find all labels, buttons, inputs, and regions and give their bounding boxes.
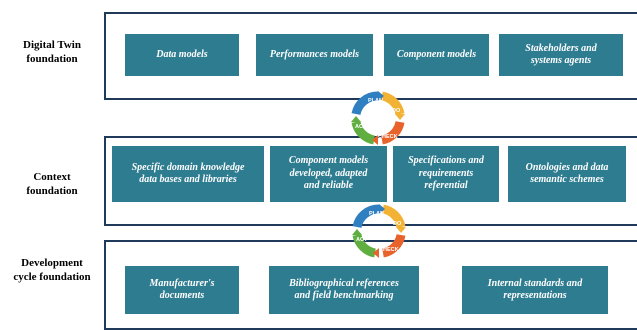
pdca-do-arc: [380, 91, 405, 116]
box-internal-standards: Internal standards and representations: [462, 266, 608, 314]
pdca-check-arc: [380, 120, 405, 145]
box-component-models: Component models: [384, 34, 489, 76]
box-specifications-requirements: Specifications and requirements referent…: [393, 146, 499, 202]
box-manufacturer-documents: Manufacturer's documents: [125, 266, 239, 314]
layer-label-development-cycle: Development cycle foundation: [13, 257, 91, 283]
pdca-do-label: DO: [393, 221, 402, 227]
pdca-cycle-icon: PLAN DO CHECK ACT: [349, 201, 409, 261]
box-ontologies: Ontologies and data semantic schemes: [508, 146, 626, 202]
pdca-check-label: CHECK: [378, 134, 398, 140]
pdca-act-label: ACT: [356, 237, 368, 243]
pdca-plan-label: PLAN: [369, 211, 384, 217]
box-performances-models: Performances models: [256, 34, 373, 76]
pdca-plan-arc: [351, 91, 379, 116]
pdca-check-label: CHECK: [379, 247, 399, 253]
box-domain-knowledge: Specific domain knowledge data bases and…: [112, 146, 264, 202]
pdca-act-arc: [351, 120, 376, 145]
layer-label-context: Context foundation: [26, 171, 78, 197]
pdca-cycle-icon: PLAN DO CHECK ACT: [348, 88, 408, 148]
layer-label-digital-twin: Digital Twin foundation: [23, 39, 81, 65]
pdca-do-label: DO: [392, 108, 401, 114]
pdca-act-label: ACT: [355, 124, 367, 130]
box-data-models: Data models: [125, 34, 239, 76]
box-stakeholders-agents: Stakeholders and systems agents: [499, 34, 623, 76]
pdca-plan-label: PLAN: [368, 98, 383, 104]
box-bibliographical-references: Bibliographical references and field ben…: [269, 266, 419, 314]
box-component-models-developed: Component models developed, adapted and …: [270, 146, 387, 202]
